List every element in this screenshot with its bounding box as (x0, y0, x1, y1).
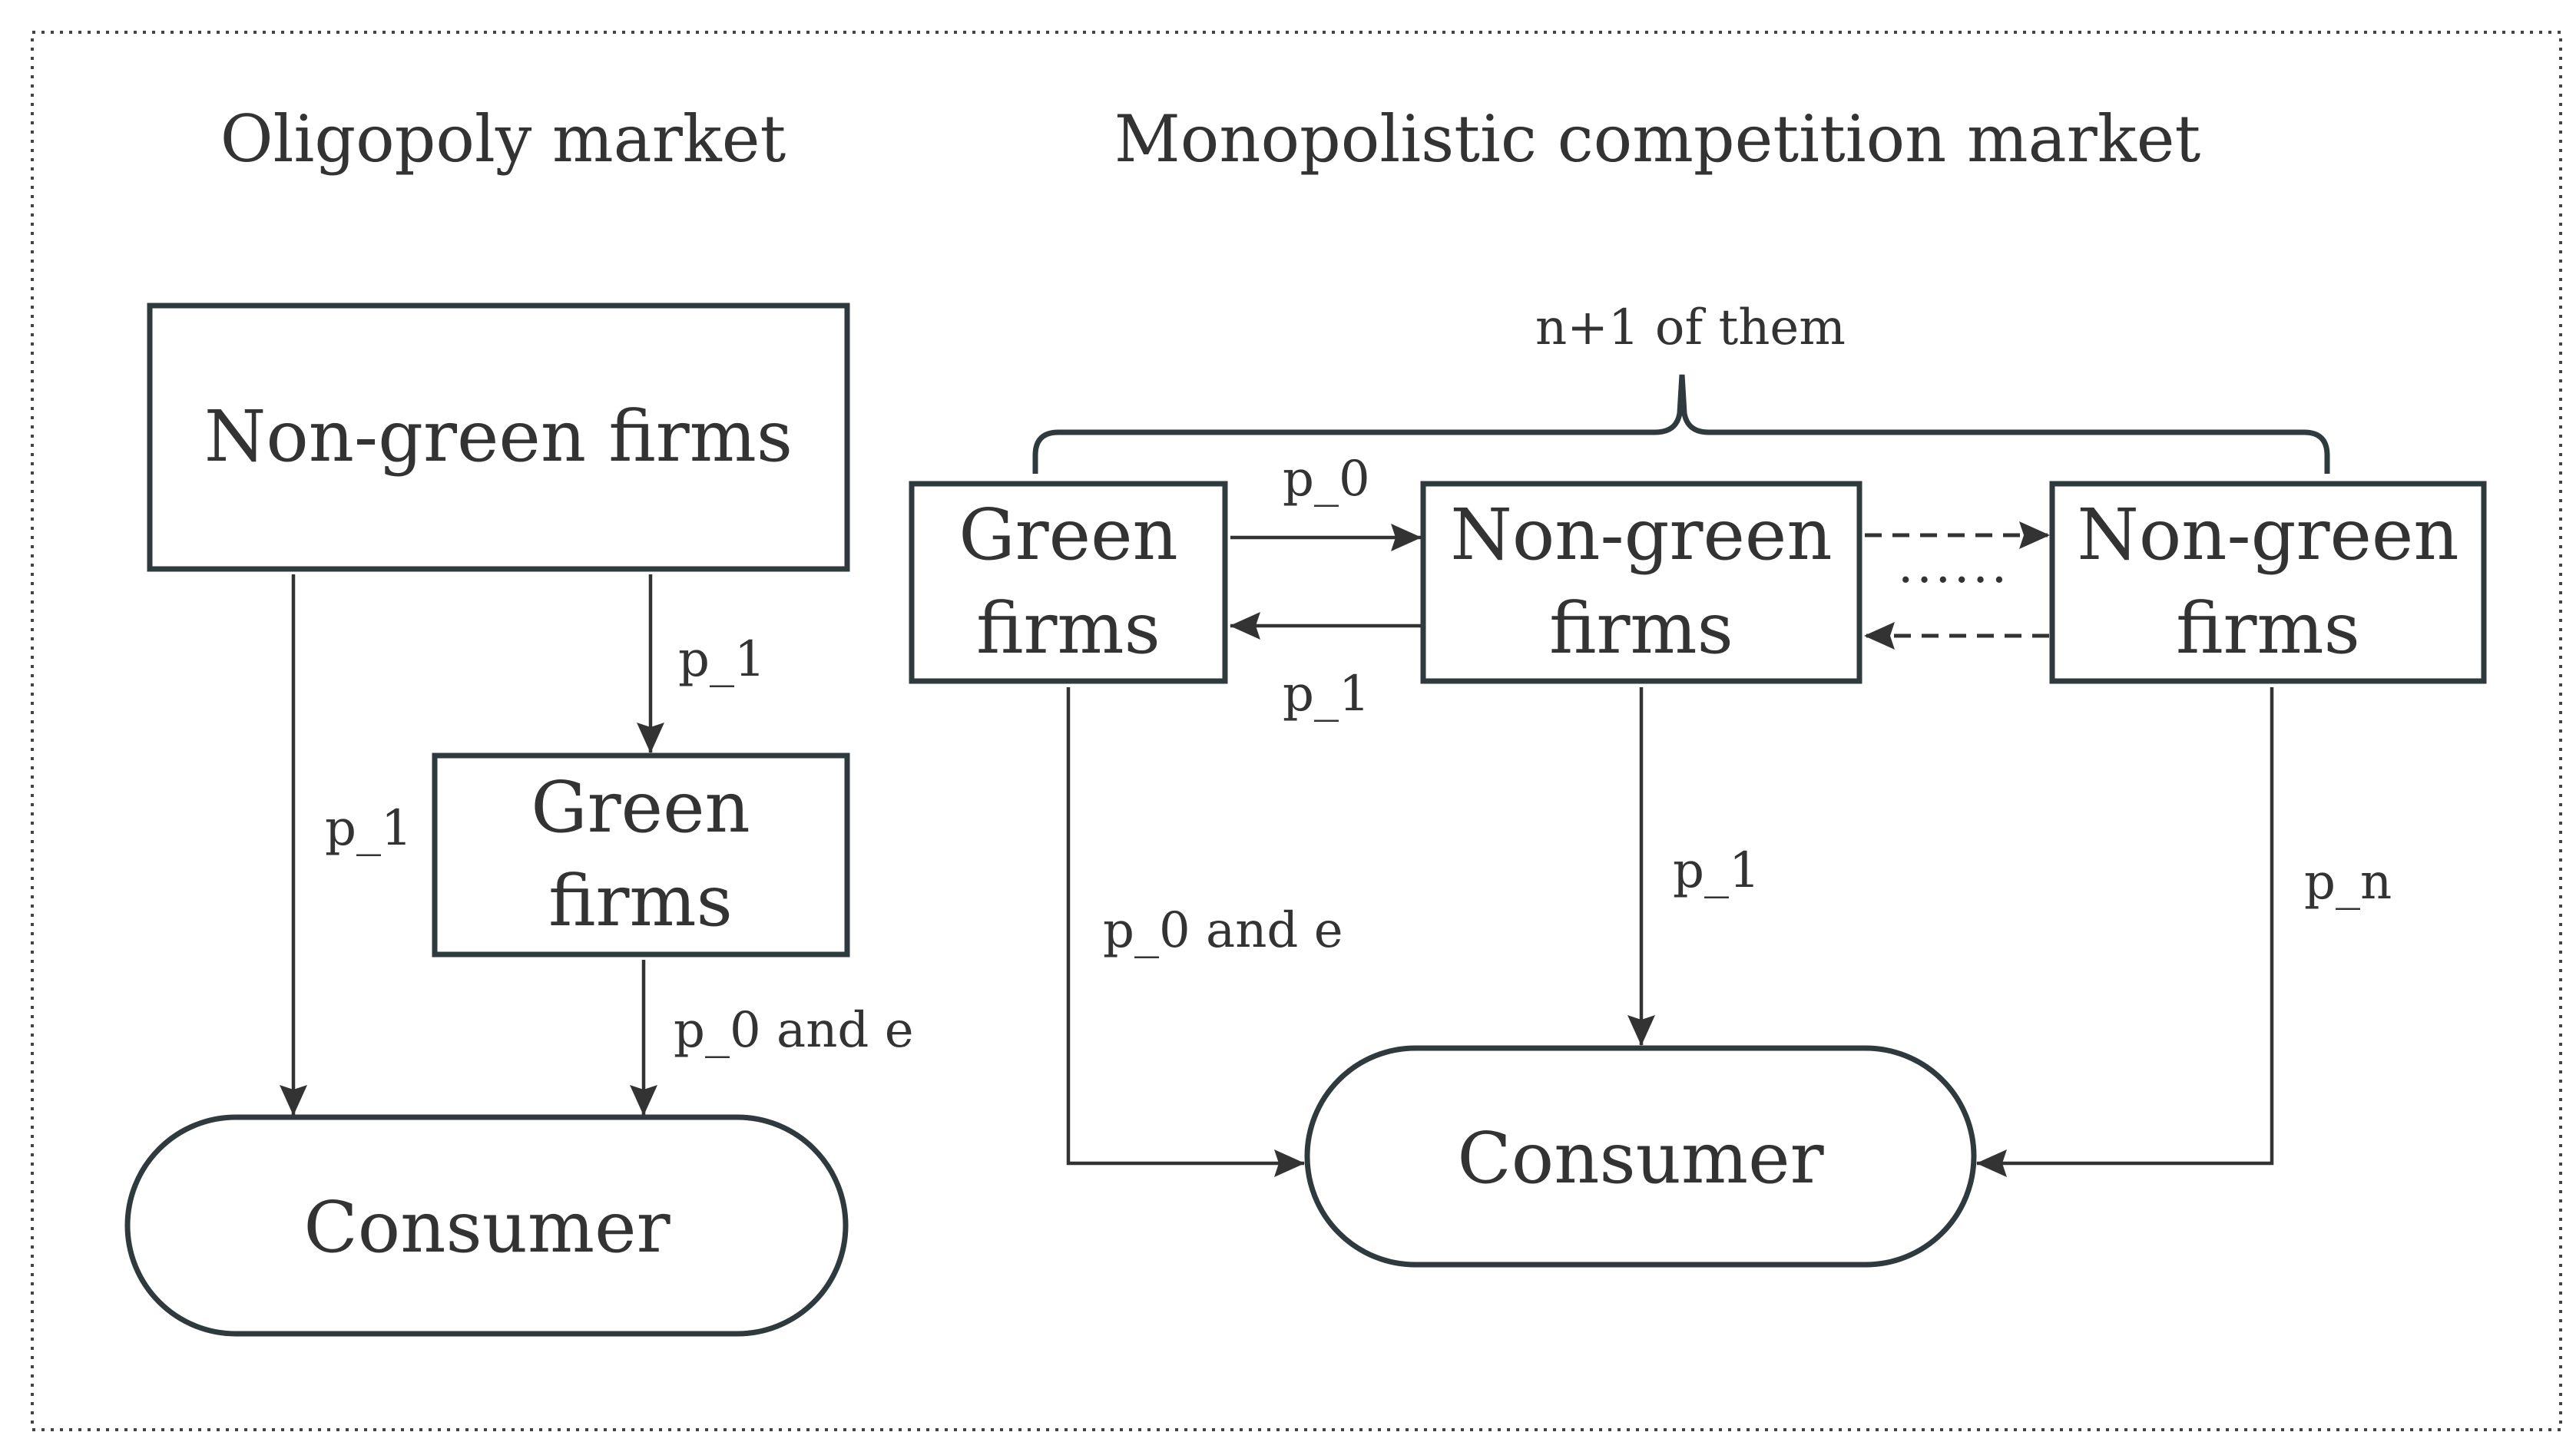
label-nongreen1-to-consumer: p_1 (1673, 842, 1760, 899)
edge-green-to-consumer (1066, 687, 1305, 1177)
monopolistic-nongreen-node-n: Non-green firms (2049, 481, 2487, 684)
oligopoly-green-node: Green firms (432, 752, 850, 958)
monopolistic-green-label-line1: Green (959, 494, 1178, 576)
monopolistic-title: Monopolistic competition market (1114, 101, 2201, 177)
label-green-to-consumer: p_0 and e (1103, 902, 1343, 959)
monopolistic-consumer-label: Consumer (1457, 1117, 1823, 1199)
oligopoly-label-nongreen-green: p_1 (678, 631, 766, 688)
label-nongreen-to-green: p_1 (1283, 666, 1370, 723)
brace-label: n+1 of them (1535, 299, 1846, 356)
monopolistic-green-node: Green firms (909, 481, 1228, 684)
monopolistic-nongreen2-label-line1: Non-green (2077, 494, 2458, 576)
monopolistic-green-label-line2: firms (976, 587, 1161, 670)
oligopoly-consumer-node: Consumer (124, 1114, 849, 1337)
oligopoly-title: Oligopoly market (220, 101, 786, 177)
ellipsis-dots: ...... (1898, 537, 2010, 594)
monopolistic-consumer-node: Consumer (1304, 1045, 1977, 1268)
label-nongreen2-to-consumer: p_n (2304, 854, 2392, 911)
outer-frame (31, 31, 2562, 1431)
group-brace (1032, 374, 2330, 474)
label-green-to-nongreen: p_0 (1283, 451, 1370, 508)
monopolistic-panel: Monopolistic competition market n+1 of t… (909, 101, 2487, 1268)
oligopoly-nongreen-label: Non-green firms (204, 395, 793, 478)
oligopoly-nongreen-node: Non-green firms (147, 303, 850, 572)
edge-nongreen2-to-consumer (1976, 687, 2274, 1177)
monopolistic-nongreen1-label-line2: firms (1549, 587, 1733, 670)
monopolistic-nongreen2-label-line2: firms (2176, 587, 2360, 670)
oligopoly-consumer-label: Consumer (303, 1186, 670, 1268)
oligopoly-panel: Oligopoly market Non-green firms Green f… (124, 101, 914, 1337)
oligopoly-label-green-consumer: p_0 and e (674, 1002, 914, 1059)
oligopoly-label-nongreen-consumer: p_1 (325, 800, 412, 857)
oligopoly-green-label-line2: firms (548, 860, 733, 942)
oligopoly-green-label-line1: Green (531, 766, 750, 848)
monopolistic-nongreen-node-1: Non-green firms (1420, 481, 1862, 684)
monopolistic-nongreen1-label-line1: Non-green (1450, 494, 1832, 576)
